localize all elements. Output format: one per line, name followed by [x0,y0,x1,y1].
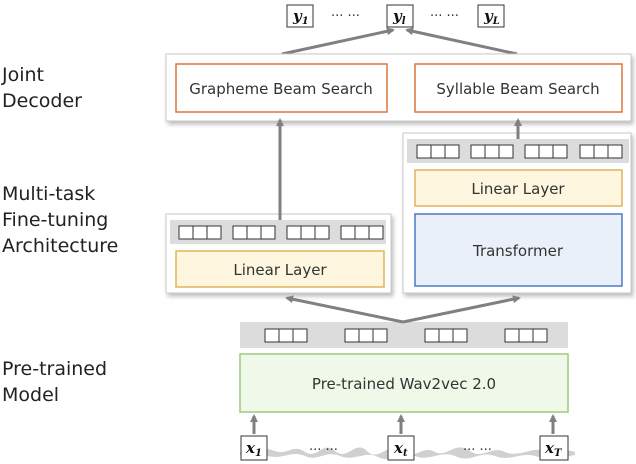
embedding-cell [524,144,568,159]
arrow-syllable-to-output [405,27,518,56]
embedding-cell [504,328,548,343]
output-tokens: y1 ··· ··· yl ··· ··· yL [286,4,505,28]
multitask-line2: Fine-tuning [2,209,108,231]
input-tokens: x1 ··· ··· xt ··· ··· xT [240,435,569,461]
wav2vec-label: Pre-trained Wav2vec 2.0 [312,375,496,393]
joint-decoder-line1: Joint [1,64,44,86]
wav2vec-box [239,353,569,413]
input-token-last-box [539,435,569,461]
pretrained-line1: Pre-trained [2,358,107,380]
multitask-label: Multi-task Fine-tuning Architecture [2,183,118,257]
input-ellipsis-right: ··· ··· [463,443,492,458]
left-linear-layer-label: Linear Layer [233,261,327,279]
input-token-first-box [240,435,268,461]
left-embedding-cells [178,225,384,240]
output-token-last: yL [483,7,500,27]
embedding-cell [424,328,468,343]
output-token-first-box [286,4,314,28]
output-token-mid: yl [392,7,406,27]
embedding-cell [416,144,460,159]
output-ellipsis-left: ··· ··· [331,9,360,24]
output-ellipsis-right: ··· ··· [430,9,459,24]
transformer-label: Transformer [472,242,564,260]
syllable-beam-search-box [414,63,623,113]
grapheme-beam-search-label: Grapheme Beam Search [189,80,372,98]
joint-decoder-line2: Decoder [2,90,82,112]
embedding-cell [286,225,330,240]
right-embedding-cells [416,144,623,159]
joint-decoder-label: Joint Decoder [1,64,82,112]
pretrained-label: Pre-trained Model [2,358,107,406]
right-linear-layer-label: Linear Layer [471,180,565,198]
embedding-cell [579,144,623,159]
grapheme-beam-search-box [175,63,388,113]
embedding-cell [264,328,308,343]
wav2vec-output-cells [264,328,548,343]
output-token-mid-box [386,4,414,28]
waveform-path [240,447,575,460]
input-token-mid-box [387,435,415,461]
input-token-first: x1 [245,439,262,459]
embedding-cell [344,328,388,343]
embedding-cell [178,225,222,240]
transformer-box [414,213,623,287]
output-token-last-box [477,4,505,28]
arrow-wav2vec-to-right [402,295,521,324]
embedding-cell [340,225,384,240]
embedding-cell [470,144,514,159]
arrow-wav2vec-to-left [285,295,404,324]
output-token-first: y1 [292,7,309,27]
input-token-last: xT [544,439,563,459]
input-ellipsis-left: ··· ··· [309,443,338,458]
arrow-grapheme-to-output [281,27,395,56]
right-linear-layer-box [414,169,623,207]
multitask-line3: Architecture [2,235,118,257]
pretrained-line2: Model [2,384,59,406]
multitask-line1: Multi-task [2,183,95,205]
input-token-mid: xt [393,439,408,459]
audio-waveform [240,447,575,460]
left-linear-layer-box [175,250,385,288]
syllable-beam-search-label: Syllable Beam Search [436,80,599,98]
embedding-cell [232,225,276,240]
